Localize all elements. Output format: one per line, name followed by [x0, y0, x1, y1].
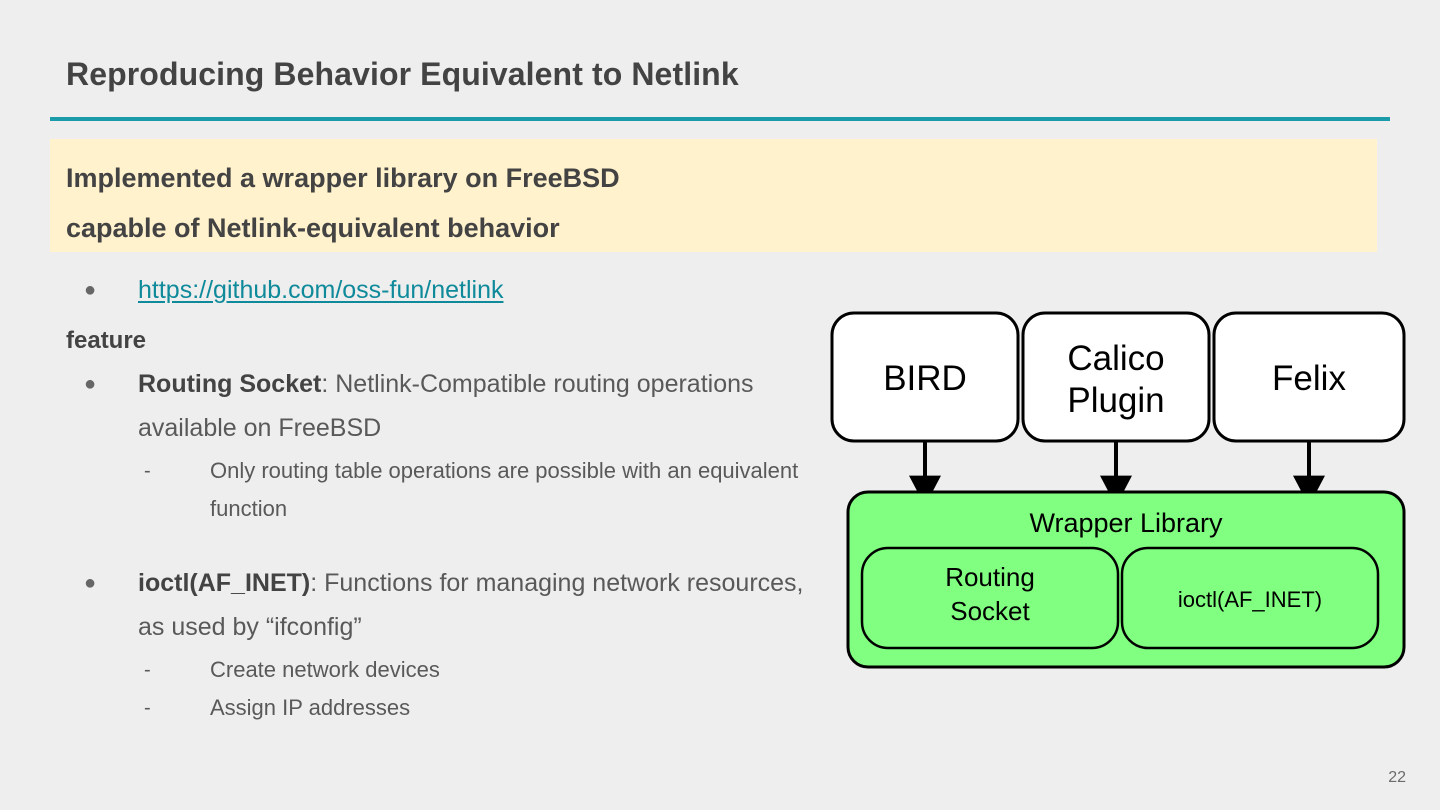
diagram-node-calico-label-line2: Plugin [1067, 381, 1164, 420]
bullet-dot-icon: ● [84, 373, 97, 395]
diagram-routing-socket-label-line1: Routing [945, 562, 1035, 592]
page-number: 22 [1388, 769, 1406, 786]
sub-list-item-text: Create network devices [210, 657, 440, 682]
diagram-node-calico-plugin: Calico Plugin [1021, 311, 1211, 443]
diagram-node-bird-label: BIRD [883, 359, 967, 398]
highlight-text: Implemented a wrapper library on FreeBSD… [66, 153, 620, 253]
bullet-dash-icon: - [144, 460, 151, 482]
list-item: ● ioctl(AF_INET): Functions for managing… [66, 561, 836, 649]
feature-heading: feature [66, 327, 147, 354]
bullet-dash-icon: - [144, 697, 151, 719]
list-item: ● https://github.com/oss-fun/netlink [66, 268, 836, 312]
highlight-line-2: capable of Netlink-equivalent behavior [66, 213, 560, 243]
sub-list-item: - Only routing table operations are poss… [138, 452, 836, 528]
list-item-text: Routing Socket: Netlink-Compatible routi… [138, 362, 828, 450]
bullet-dash-icon: - [144, 659, 151, 681]
diagram-ioctl-label: ioctl(AF_INET) [1178, 587, 1322, 612]
diagram-node-felix: Felix [1212, 311, 1406, 443]
bullet-dot-icon: ● [84, 279, 97, 301]
diagram-node-bird: BIRD [830, 311, 1020, 443]
list-item-rest: : Netlink-Compatible routing operations … [138, 370, 754, 442]
bullet-dot-icon: ● [84, 572, 97, 594]
diagram-node-felix-label: Felix [1272, 359, 1346, 398]
body-content: ● https://github.com/oss-fun/netlink fea… [66, 268, 836, 727]
list-item-emphasis: Routing Socket [138, 370, 322, 398]
diagram-node-ioctl-af-inet: ioctl(AF_INET) [1120, 546, 1380, 650]
diagram-node-routing-socket: Routing Socket [860, 546, 1120, 650]
list-item-emphasis: ioctl(AF_INET) [138, 569, 311, 597]
architecture-diagram: BIRD Calico Plugin Felix Wrapper Library… [828, 308, 1416, 674]
diagram-wrapper-library-title: Wrapper Library [1029, 508, 1223, 538]
sub-list-item-text: Only routing table operations are possib… [210, 458, 799, 521]
sub-list-item: - Create network devices [138, 651, 836, 689]
sub-list-item-text: Assign IP addresses [210, 695, 411, 720]
page-title: Reproducing Behavior Equivalent to Netli… [66, 56, 739, 92]
spacer [66, 528, 836, 561]
highlight-banner: Implemented a wrapper library on FreeBSD… [50, 139, 1377, 252]
list-item: ● Routing Socket: Netlink-Compatible rou… [66, 362, 836, 450]
diagram-node-calico-label-line1: Calico [1067, 339, 1164, 378]
highlight-line-1: Implemented a wrapper library on FreeBSD [66, 163, 620, 193]
list-item-rest: : Functions for managing network resourc… [138, 569, 804, 641]
title-divider [50, 117, 1390, 121]
github-repo-link[interactable]: https://github.com/oss-fun/netlink [138, 276, 504, 304]
diagram-node-wrapper-library: Wrapper Library Routing Socket ioctl(AF_… [846, 490, 1406, 669]
diagram-routing-socket-label-line2: Socket [950, 596, 1030, 626]
sub-list-item: - Assign IP addresses [138, 689, 836, 727]
list-item-text: ioctl(AF_INET): Functions for managing n… [138, 561, 828, 649]
